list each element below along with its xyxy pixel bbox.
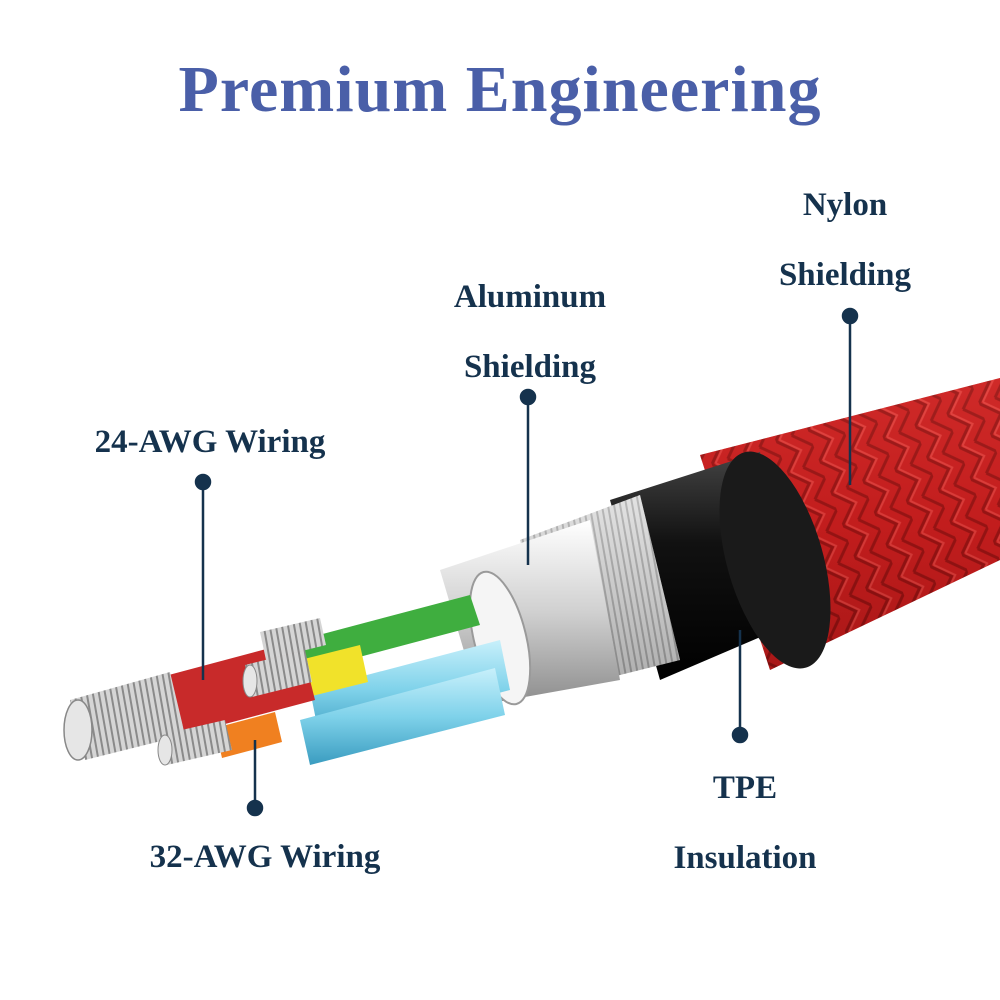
label-nylon-line2: Shielding — [778, 257, 912, 293]
exposed-conductors — [63, 618, 326, 766]
label-tpe-line1: TPE — [712, 770, 778, 806]
label-aluminum-shielding: Aluminum Shielding — [420, 262, 640, 402]
label-24-awg-text: 24-AWG Wiring — [94, 424, 326, 460]
label-aluminum-line1: Aluminum — [453, 279, 607, 315]
label-24-awg-wiring: 24-AWG Wiring — [60, 407, 360, 477]
label-32-awg-wiring: 32-AWG Wiring — [110, 822, 420, 892]
label-tpe-line2: Insulation — [673, 840, 817, 876]
label-tpe-insulation: TPE Insulation — [640, 753, 850, 893]
inner-wires — [150, 595, 510, 765]
label-nylon-shielding: Nylon Shielding — [750, 170, 940, 310]
page-title: Premium Engineering — [178, 53, 822, 126]
label-aluminum-line2: Shielding — [463, 349, 597, 385]
label-32-awg-text: 32-AWG Wiring — [149, 839, 381, 875]
label-nylon-line1: Nylon — [802, 187, 888, 223]
leader-lines — [194, 307, 859, 817]
